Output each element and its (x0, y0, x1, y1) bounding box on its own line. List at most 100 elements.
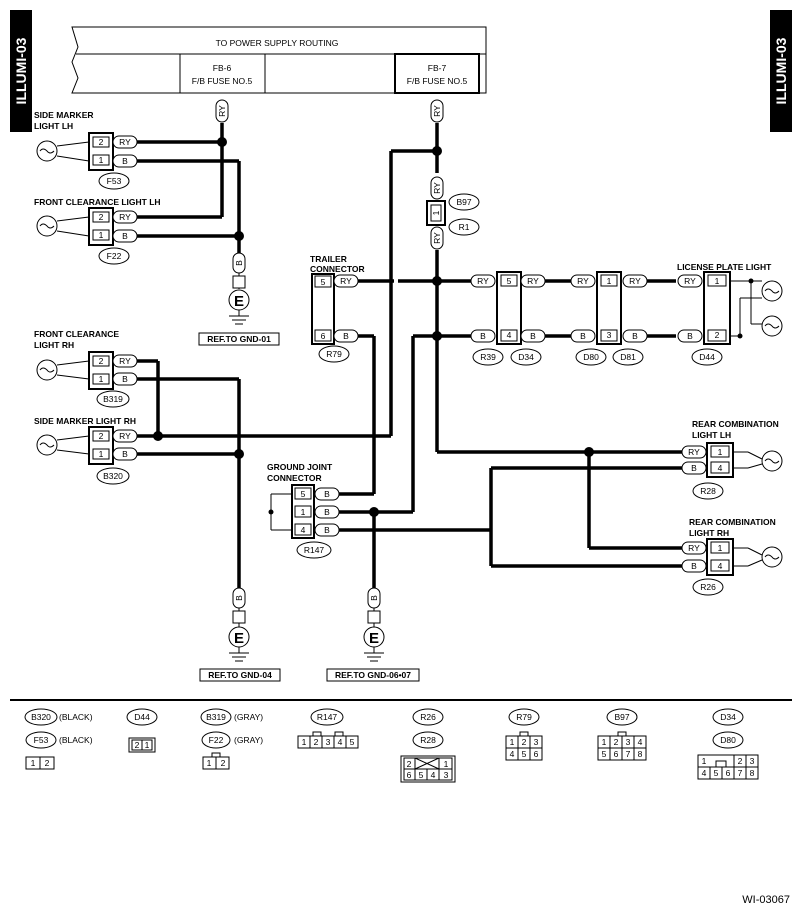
side-marker-rh-label: SIDE MARKER LIGHT RH (34, 416, 136, 426)
legend-r79-pin-6: 6 (534, 749, 539, 759)
gnd04-ref: REF.TO GND-04 (208, 670, 272, 680)
legend-b97-pin-5: 5 (602, 749, 607, 759)
legend-b320-f53: B320 (BLACK) F53 (BLACK) 1 2 (24, 708, 93, 770)
ground-joint-label-1: GROUND JOINT (267, 462, 333, 472)
connector-b97-r1: 1 B97 R1 (426, 193, 480, 236)
side-tab-right: ILLUMI-03 (770, 10, 792, 132)
r147-pin-1: 1 (301, 507, 306, 517)
r147-wire-b-4: B (324, 525, 330, 535)
f53-wire-b: B (122, 156, 128, 166)
d34-label: D34 (518, 352, 534, 362)
side-marker-light-lh: SIDE MARKER LIGHT LH 2 1 RY B F53 (34, 110, 138, 190)
legend-b320: B320 (31, 712, 51, 722)
wire-tag-b-gnd0607-text: B (369, 595, 379, 601)
legend-r28: R28 (420, 735, 436, 745)
ground-e-text-1: E (234, 293, 244, 310)
legend-r26-r28: R26 R28 2 1 6 5 4 3 (400, 708, 456, 783)
r28-pin-1: 1 (718, 447, 723, 457)
gnd0607-ref: REF.TO GND-06•07 (335, 670, 411, 680)
fb7-desc: F/B FUSE NO.5 (407, 76, 468, 86)
b320-wire-b: B (122, 449, 128, 459)
power-supply-box: TO POWER SUPPLY ROUTING FB-6 F/B FUSE NO… (71, 26, 487, 94)
r79-pin-5: 5 (321, 277, 326, 287)
r147-label: R147 (304, 545, 325, 555)
r147-pin-5: 5 (301, 489, 306, 499)
d44-label: D44 (699, 352, 715, 362)
side-marker-lh-label-1: SIDE MARKER (34, 110, 94, 120)
ground-gnd04: E REF.TO GND-04 (199, 608, 281, 682)
legend-r79-pin-1: 1 (510, 737, 515, 747)
d81-pin-1: 1 (607, 276, 612, 286)
wire-tag-ry-fb7-text: RY (432, 105, 442, 117)
d34-pin-4: 4 (507, 330, 512, 340)
r26-label: R26 (700, 582, 716, 592)
connector-r39-d34: RY B 5 4 RY B R39 D34 (470, 271, 546, 366)
side-tab-left: ILLUMI-03 (10, 10, 32, 132)
gnd01-ref: REF.TO GND-01 (207, 334, 271, 344)
legend-d34-pin-4: 4 (702, 768, 707, 778)
legend-d34-pin-3: 3 (750, 756, 755, 766)
r28-wire-ry: RY (688, 447, 700, 457)
legend-d44-pin-2: 2 (135, 740, 140, 750)
r79-pin-6: 6 (321, 331, 326, 341)
legend-d34-pin-6: 6 (726, 768, 731, 778)
legend-r147-pin-1: 1 (302, 737, 307, 747)
d81-label: D81 (620, 352, 636, 362)
rear-combination-light-lh: REAR COMBINATION LIGHT LH RY B 1 4 R28 (681, 419, 783, 500)
r28-wire-b: B (691, 463, 697, 473)
ground-joint-connector: GROUND JOINT CONNECTOR 5 1 4 B B B R147 (267, 462, 340, 559)
legend-b97: B97 1 2 3 4 5 6 7 8 (597, 708, 647, 761)
r147-wire-b-1: B (324, 507, 330, 517)
legend-d44: D44 2 1 (126, 708, 158, 753)
legend-r26-pin-6: 6 (407, 770, 412, 780)
legend-r79-pin-4: 4 (510, 749, 515, 759)
d44-pin-2: 2 (715, 330, 720, 340)
license-plate-light: LICENSE PLATE LIGHT RY B 1 2 D44 (677, 262, 783, 366)
b320-pin-1: 1 (99, 449, 104, 459)
wire-tag-ry-b97-top-text: RY (432, 182, 442, 194)
legend-b319: B319 (206, 712, 226, 722)
legend-b97-pin-6: 6 (614, 749, 619, 759)
wire-tag-ry-fb6: RY (215, 99, 229, 123)
r26-pin-4: 4 (718, 561, 723, 571)
legend-b97-pin-7: 7 (626, 749, 631, 759)
legend-gray-2: (GRAY) (234, 735, 263, 745)
b320-pin-2: 2 (99, 431, 104, 441)
d80-label: D80 (583, 352, 599, 362)
legend-d44: D44 (134, 712, 150, 722)
legend-d34-d80: D34 D80 1 2 3 4 5 6 7 8 (697, 708, 759, 780)
ground-e-text-3: E (369, 630, 379, 647)
f22-wire-b: B (122, 231, 128, 241)
figure-id: WI-03067 (742, 894, 790, 906)
legend-black-1: (BLACK) (59, 712, 93, 722)
side-tab-right-text: ILLUMI-03 (773, 37, 789, 104)
side-marker-lh-label-2: LIGHT LH (34, 121, 73, 131)
vertical-wire-labels: RY RY RY RY B B B (215, 99, 444, 609)
legend-r147-pin-2: 2 (314, 737, 319, 747)
b319-wire-b: B (122, 374, 128, 384)
legend-r26-pin-5: 5 (419, 770, 424, 780)
front-clearance-rh-label-2: LIGHT RH (34, 340, 74, 350)
front-clearance-lh-label: FRONT CLEARANCE LIGHT LH (34, 197, 161, 207)
wire-tag-ry-b97-top: RY (430, 176, 444, 200)
r26-pin-1: 1 (718, 543, 723, 553)
legend-f53-pin-1: 1 (31, 758, 36, 768)
legend-r26-pin-3: 3 (444, 770, 449, 780)
legend-r147-pin-4: 4 (338, 737, 343, 747)
ground-gnd01: E REF.TO GND-01 (198, 273, 280, 346)
wire-tag-ry-b97-bottom: RY (430, 226, 444, 250)
legend-d34-pin-1: 1 (702, 756, 707, 766)
legend-d34-pin-2: 2 (738, 756, 743, 766)
wire-tag-b-gnd04-text: B (234, 595, 244, 601)
d80-wire-b: B (580, 331, 586, 341)
legend-r26-pin-1: 1 (444, 759, 449, 769)
legend-r147-pin-5: 5 (350, 737, 355, 747)
b319-wire-ry: RY (119, 356, 131, 366)
d34-pin-5: 5 (507, 276, 512, 286)
r79-label: R79 (326, 349, 342, 359)
legend-b97-pin-8: 8 (638, 749, 643, 759)
legend-r26: R26 (420, 712, 436, 722)
wire-tag-ry-fb7: RY (430, 99, 444, 123)
rear-comb-lh-label-1: REAR COMBINATION (692, 419, 779, 429)
r26-wire-ry: RY (688, 543, 700, 553)
